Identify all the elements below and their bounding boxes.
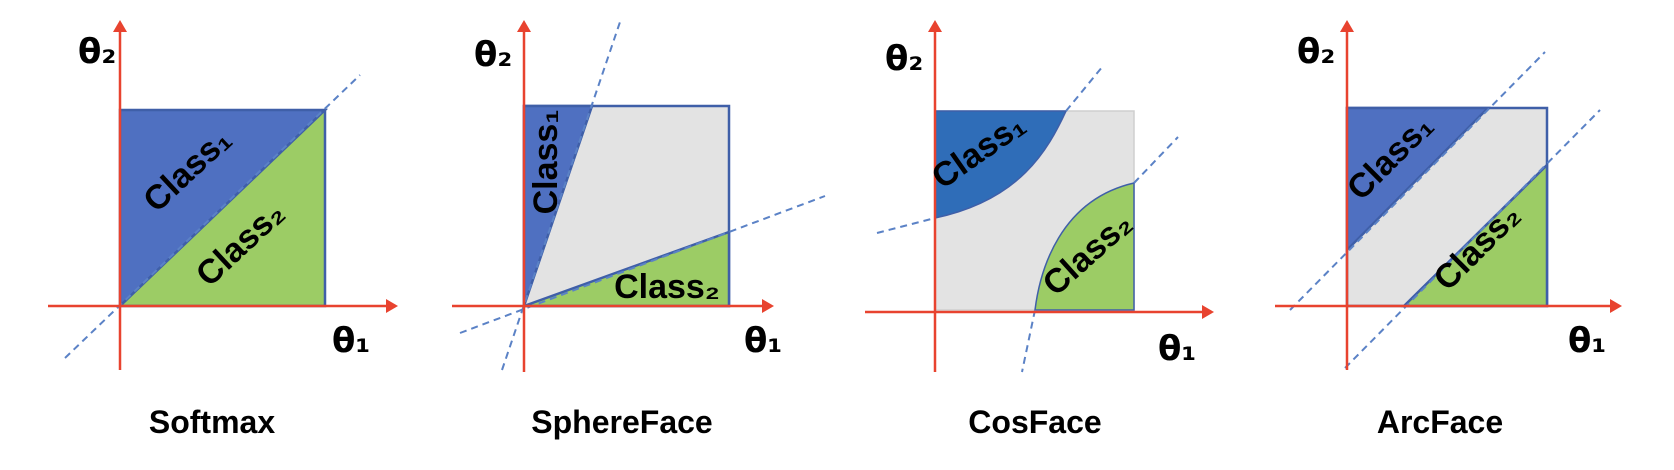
x-axis-label: θ₁ — [1158, 329, 1196, 369]
panel-title: Softmax — [149, 404, 275, 440]
class2-region — [1034, 182, 1135, 311]
decision-boundary-shallow — [459, 195, 826, 334]
panel-title: CosFace — [968, 404, 1101, 440]
decision-boundary-upper — [1289, 51, 1546, 311]
x-axis-arrowhead — [386, 299, 398, 313]
panel-title: SphereFace — [531, 404, 712, 440]
decision-boundary-steep — [501, 21, 621, 371]
x-axis-label: θ₁ — [332, 321, 370, 361]
panel-arcface: θ₂ θ₁ Class₁ Class₂ ArcFace — [1275, 20, 1622, 440]
x-axis-arrowhead — [1202, 305, 1214, 319]
y-axis-label: θ₂ — [474, 35, 512, 75]
x-axis-label: θ₁ — [1568, 321, 1606, 361]
panel-cosface: θ₂ θ₁ Class₁ Class₂ CosFace — [865, 20, 1214, 440]
decision-boundary-class2-extension-bottom — [1021, 309, 1036, 373]
decision-boundary — [64, 74, 361, 359]
class1-label: Class₁ — [527, 110, 565, 215]
decision-boundary-class2-extension-top — [1133, 136, 1179, 184]
x-axis-label: θ₁ — [744, 321, 782, 361]
y-axis-label: θ₂ — [78, 32, 116, 72]
panel-sphereface: θ₂ θ₁ Class₁ Class₂ SphereFace — [452, 20, 826, 440]
y-axis-label: θ₂ — [885, 39, 923, 79]
decision-boundary-class1-extension-right — [1065, 65, 1104, 112]
y-axis-arrowhead — [928, 20, 942, 32]
x-axis-arrowhead — [1610, 299, 1622, 313]
class2-label: Class₂ — [614, 268, 720, 306]
class1-region — [934, 110, 1068, 219]
y-axis-arrowhead — [113, 20, 127, 32]
y-axis-arrowhead — [1340, 20, 1354, 32]
decision-boundary-class1-extension-left — [876, 217, 936, 234]
panel-title: ArcFace — [1377, 404, 1503, 440]
y-axis-arrowhead — [517, 20, 531, 32]
y-axis-label: θ₂ — [1297, 32, 1335, 72]
x-axis-arrowhead — [762, 299, 774, 313]
panel-softmax: θ₂ θ₁ Class₁ Class₂ Softmax — [48, 20, 398, 440]
decision-boundary-lower — [1344, 109, 1601, 369]
